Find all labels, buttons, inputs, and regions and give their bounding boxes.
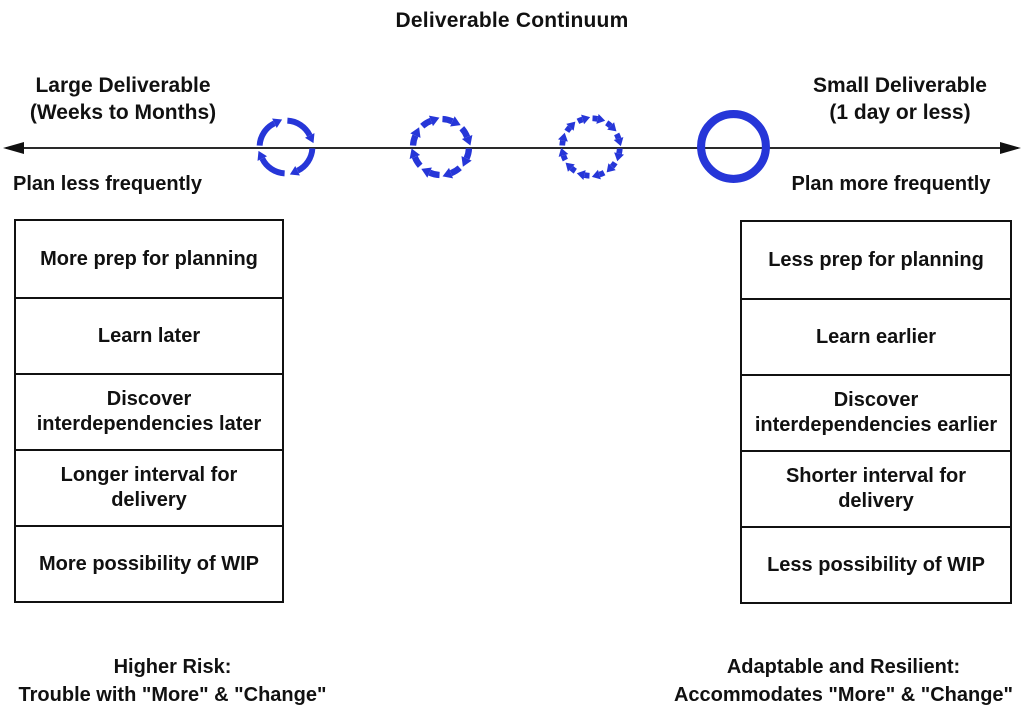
continuum-axis-line — [6, 147, 1018, 149]
table-row: Less possibility of WIP — [742, 526, 1010, 602]
iteration-cycle-icon-1 — [253, 114, 319, 180]
continuous-cycle-icon — [693, 106, 774, 187]
table-row: Discover interdependencies earlier — [742, 374, 1010, 450]
iteration-cycle-icon-3 — [555, 111, 627, 183]
table-row: Discover interdependencies later — [16, 373, 282, 449]
large-deliverable-factors-table: More prep for planning Learn later Disco… — [14, 219, 284, 603]
small-deliverable-factors-table: Less prep for planning Learn earlier Dis… — [740, 220, 1012, 604]
large-deliverable-label: Large Deliverable (Weeks to Months) — [29, 74, 217, 124]
plan-less-frequently-caption: Plan less frequently — [13, 173, 202, 195]
table-row: More prep for planning — [40, 247, 258, 270]
table-row: More possibility of WIP — [16, 525, 282, 601]
table-row: Learn earlier — [742, 298, 1010, 374]
higher-risk-caption: Higher Risk: Trouble with "More" & "Chan… — [18, 656, 327, 706]
small-deliverable-label: Small Deliverable (1 day or less) — [813, 74, 987, 124]
plan-more-frequently-caption: Plan more frequently — [791, 173, 991, 195]
table-row: Less prep for planning — [768, 248, 984, 271]
table-row: Longer interval for delivery — [16, 449, 282, 525]
table-row: Learn later — [16, 297, 282, 373]
adaptable-resilient-caption: Adaptable and Resilient: Accommodates "M… — [673, 656, 1014, 706]
iteration-cycle-icon-2 — [406, 112, 476, 182]
table-row: Shorter interval for delivery — [742, 450, 1010, 526]
right-arrowhead-icon — [1000, 142, 1021, 154]
diagram-title: Deliverable Continuum — [395, 9, 629, 32]
left-arrowhead-icon — [3, 142, 24, 154]
